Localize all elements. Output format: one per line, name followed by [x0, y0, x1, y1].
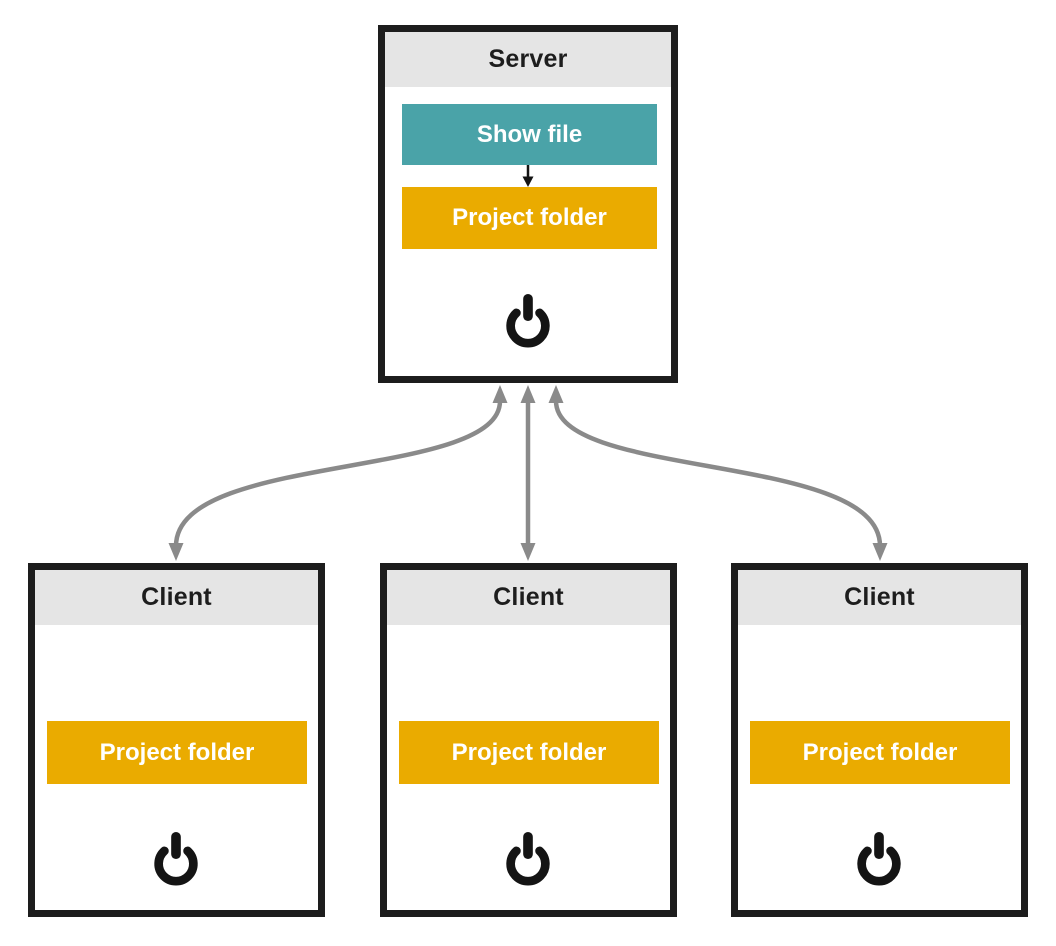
client-project-folder-button: Project folder: [399, 721, 659, 784]
project-folder-label: Project folder: [802, 738, 958, 766]
server-title: Server: [488, 45, 568, 73]
power-icon: [506, 832, 550, 886]
client-node-middle: Client Project folder: [380, 563, 677, 917]
arrowhead-down-icon: [872, 543, 888, 561]
arrow-tip: [522, 176, 534, 187]
client-project-folder-button: Project folder: [750, 721, 1010, 784]
connector-server-client-middle: [520, 385, 536, 561]
client-header: Client: [738, 570, 1021, 625]
arrowhead-down-icon: [168, 543, 184, 561]
power-ring: [506, 308, 550, 348]
client-title: Client: [141, 583, 212, 611]
arrowhead-up-icon: [548, 385, 564, 403]
client-node-left: Client Project folder: [28, 563, 325, 917]
server-project-folder-button: Project folder: [402, 187, 657, 249]
client-node-right: Client Project folder: [731, 563, 1028, 917]
power-ring: [154, 846, 198, 886]
power-ring: [857, 846, 901, 886]
client-header: Client: [35, 570, 318, 625]
show-file-button: Show file: [402, 104, 657, 165]
connector-line: [553, 400, 883, 547]
project-folder-label: Project folder: [451, 738, 607, 766]
power-ring: [506, 846, 550, 886]
client-title: Client: [844, 583, 915, 611]
connector-line: [173, 400, 503, 547]
server-node: Server Show file Project folder: [378, 25, 678, 383]
server-header: Server: [385, 32, 671, 87]
power-icon: [857, 832, 901, 886]
project-folder-label: Project folder: [452, 204, 607, 231]
show-file-label: Show file: [476, 120, 583, 148]
client-project-folder-button: Project folder: [47, 721, 307, 784]
arrow-down-icon: [522, 165, 534, 187]
arrowhead-up-icon: [520, 385, 536, 403]
connector-server-client-left: [168, 385, 508, 561]
power-icon: [506, 294, 550, 348]
arrowhead-down-icon: [520, 543, 536, 561]
connector-server-client-right: [548, 385, 888, 561]
client-header: Client: [387, 570, 670, 625]
client-title: Client: [493, 583, 564, 611]
project-folder-label: Project folder: [99, 738, 255, 766]
arrowhead-up-icon: [492, 385, 508, 403]
power-icon: [154, 832, 198, 886]
